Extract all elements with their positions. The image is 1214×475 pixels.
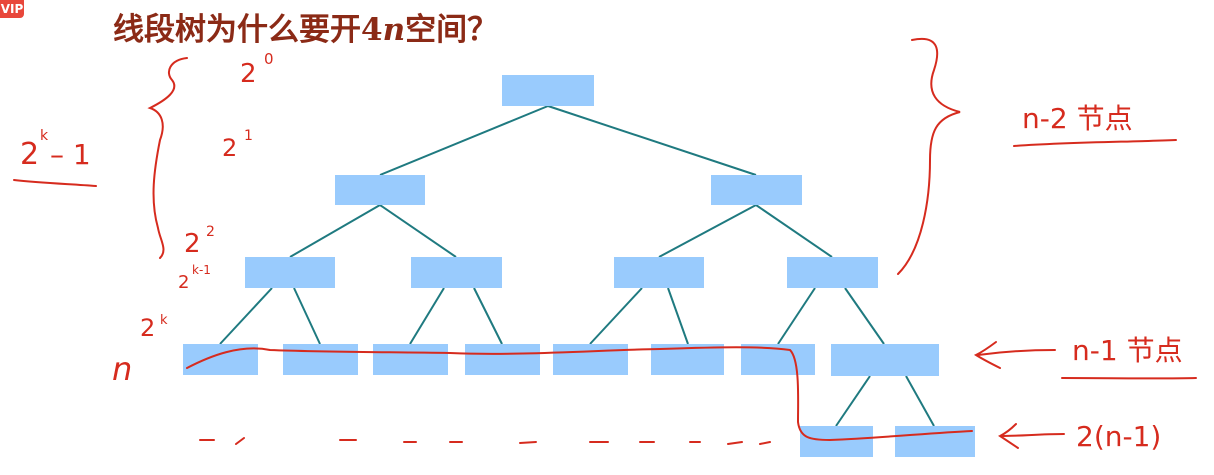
label-levelk-exp: k <box>160 313 168 328</box>
label-sum-tail: – 1 <box>50 138 91 171</box>
label-level1-exp: 1 <box>244 128 253 144</box>
edge <box>777 287 816 345</box>
title-var: n <box>382 12 406 48</box>
tree-node <box>614 257 704 288</box>
tree-leaf <box>465 344 540 375</box>
page-title: 线段树为什么要开4n空间？ <box>113 4 498 49</box>
label-n: n <box>112 350 132 388</box>
label-sum: 2 <box>20 137 39 172</box>
edge <box>293 287 321 345</box>
arrow-extra <box>998 423 1065 449</box>
label-level0-exp: 0 <box>264 50 274 68</box>
edge <box>473 287 503 345</box>
label-levelk1-exp: k-1 <box>192 263 211 277</box>
edge <box>379 204 457 258</box>
label-level0: 2 <box>240 59 257 89</box>
tree-node-root <box>502 75 594 106</box>
edge <box>547 105 757 176</box>
tree-nodes <box>183 75 975 457</box>
edge <box>658 204 757 258</box>
edge <box>589 287 643 345</box>
leaf-path <box>186 346 973 442</box>
title-prefix: 线段树为什么要开4 <box>113 12 383 48</box>
tree-node <box>787 257 878 288</box>
edge <box>755 204 833 258</box>
tree-leaf <box>373 344 448 375</box>
upper-underline <box>1013 139 1177 147</box>
edge <box>844 287 885 345</box>
tree-edges <box>219 105 935 427</box>
label-leaf-nodes: n-1 节点 <box>1072 334 1183 367</box>
edge <box>905 375 935 427</box>
ink-labels: 2 0 2 1 2 2 2 k-1 2 k 2 k – 1 n n-2 节点 n… <box>20 50 1183 453</box>
edge <box>409 287 445 345</box>
vip-badge: VIP <box>0 0 24 18</box>
tree-node <box>831 344 939 376</box>
label-levelk1: 2 <box>178 272 189 293</box>
tree-leaf-extra <box>800 426 873 457</box>
tree-node <box>711 175 802 205</box>
tree-node <box>245 257 335 288</box>
left-brace <box>147 57 188 259</box>
scribble-dashes <box>199 437 771 445</box>
label-level2-exp: 2 <box>206 224 215 240</box>
title-suffix: 空间？ <box>405 12 499 48</box>
label-sum-exp: k <box>40 128 49 144</box>
edge <box>379 105 549 176</box>
label-levelk: 2 <box>140 314 155 342</box>
right-brace <box>897 37 961 275</box>
label-level1: 2 <box>222 134 237 162</box>
tree-leaf <box>553 344 628 375</box>
edge <box>219 287 273 345</box>
ink-strokes <box>13 37 1197 449</box>
edge <box>835 375 871 427</box>
edge <box>667 287 689 345</box>
label-extra-nodes: 2(n-1) <box>1076 420 1161 453</box>
tree-node <box>411 257 502 288</box>
arrow-leaf <box>973 341 1056 369</box>
sum-underline <box>13 179 97 187</box>
tree-node <box>335 175 425 205</box>
tree-leaf <box>283 344 358 375</box>
edge <box>289 204 381 258</box>
label-level2: 2 <box>184 229 201 259</box>
label-upper-nodes: n-2 节点 <box>1022 102 1133 135</box>
